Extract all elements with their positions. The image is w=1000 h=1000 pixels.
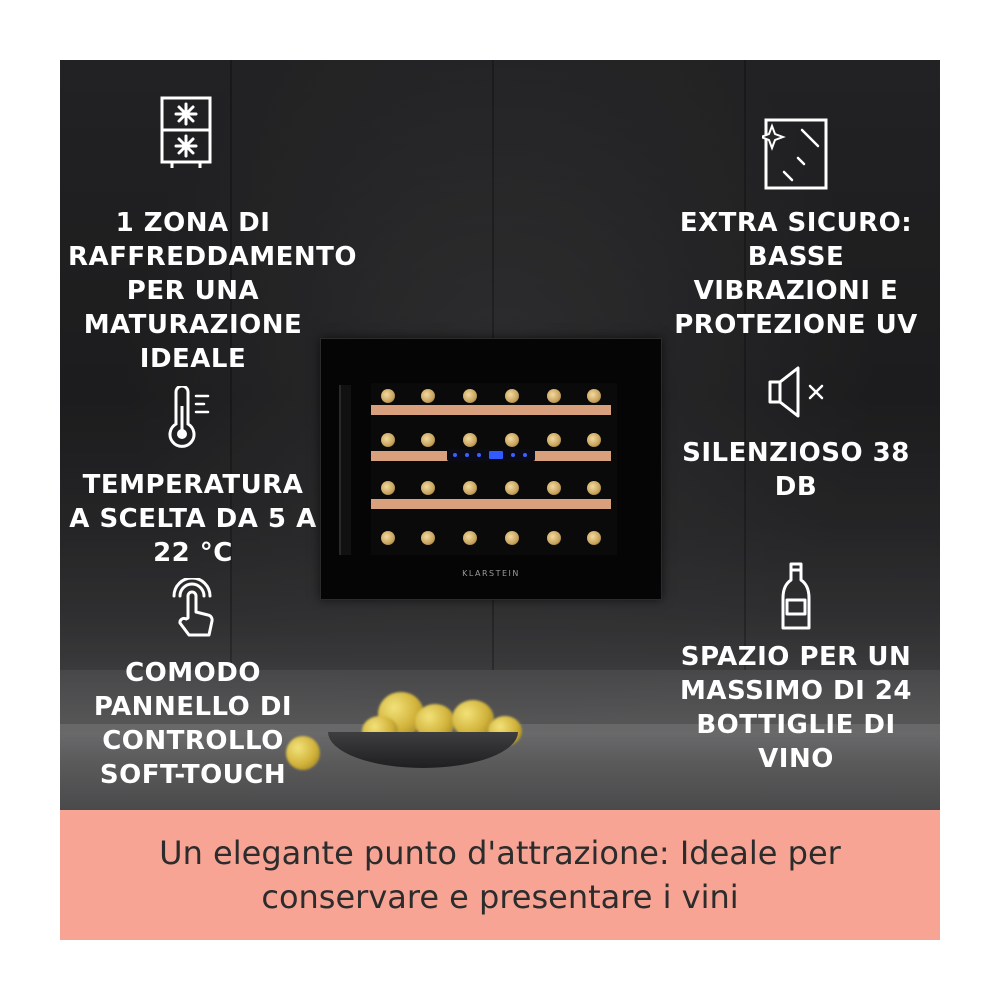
feature-control-panel: COMODO PANNELLO DI CONTROLLO SOFT-TOUCH	[93, 658, 293, 790]
bottle	[505, 433, 519, 447]
bottle	[587, 531, 601, 545]
control-panel-display	[447, 449, 535, 461]
bottle	[463, 433, 477, 447]
bottle	[587, 389, 601, 403]
footer-banner: Un elegante punto d'attrazione: Ideale p…	[60, 810, 940, 940]
thermometer-icon	[168, 386, 210, 448]
bottle	[421, 481, 435, 495]
touch-button	[523, 453, 527, 457]
wooden-shelf	[371, 405, 611, 415]
bottle	[587, 433, 601, 447]
bottle	[381, 389, 395, 403]
feature-safety: EXTRA SICURO: BASSE VIBRAZIONI E PROTEZI…	[674, 208, 918, 340]
bottle	[587, 481, 601, 495]
speaker-mute-icon	[768, 366, 824, 418]
bottle	[381, 433, 395, 447]
touch-hand-icon	[172, 578, 214, 637]
door-handle	[339, 385, 351, 555]
touch-button	[511, 453, 515, 457]
touch-button	[477, 453, 481, 457]
lemon	[452, 700, 494, 738]
touch-button	[465, 453, 469, 457]
bottle	[547, 481, 561, 495]
brand-logo-text: KLARSTEIN	[462, 569, 520, 578]
two-zone-snowflake-icon	[160, 96, 212, 168]
bottle	[381, 531, 395, 545]
wine-fridge: KLARSTEIN	[320, 338, 662, 600]
bottle	[381, 481, 395, 495]
feature-silence: SILENZIOSO 38 DB	[682, 438, 910, 502]
bottle	[547, 389, 561, 403]
bottle	[421, 389, 435, 403]
cabinet-right	[746, 60, 940, 670]
bottle	[547, 531, 561, 545]
bottle	[421, 531, 435, 545]
bottle	[421, 433, 435, 447]
bottle	[505, 389, 519, 403]
bottle	[463, 531, 477, 545]
footer-tagline: Un elegante punto d'attrazione: Ideale p…	[159, 834, 841, 916]
glass-panel-icon	[762, 118, 828, 190]
bottle	[463, 481, 477, 495]
glass-door	[371, 383, 617, 555]
lemon	[286, 736, 320, 770]
feature-capacity: SPAZIO PER UN MASSIMO DI 24 BOTTIGLIE DI…	[680, 642, 912, 774]
temperature-led	[489, 451, 503, 459]
bottle	[463, 389, 477, 403]
bottle	[547, 433, 561, 447]
feature-cooling-zone: 1 ZONA DI RAFFREDDAMENTO PER UNA MATURAZ…	[68, 208, 357, 374]
wooden-shelf	[371, 499, 611, 509]
bottle	[505, 531, 519, 545]
bottle	[505, 481, 519, 495]
touch-button	[453, 453, 457, 457]
wine-bottle-icon	[781, 562, 811, 630]
feature-temperature: TEMPERATURA A SCELTA DA 5 A 22 °C	[69, 470, 317, 568]
